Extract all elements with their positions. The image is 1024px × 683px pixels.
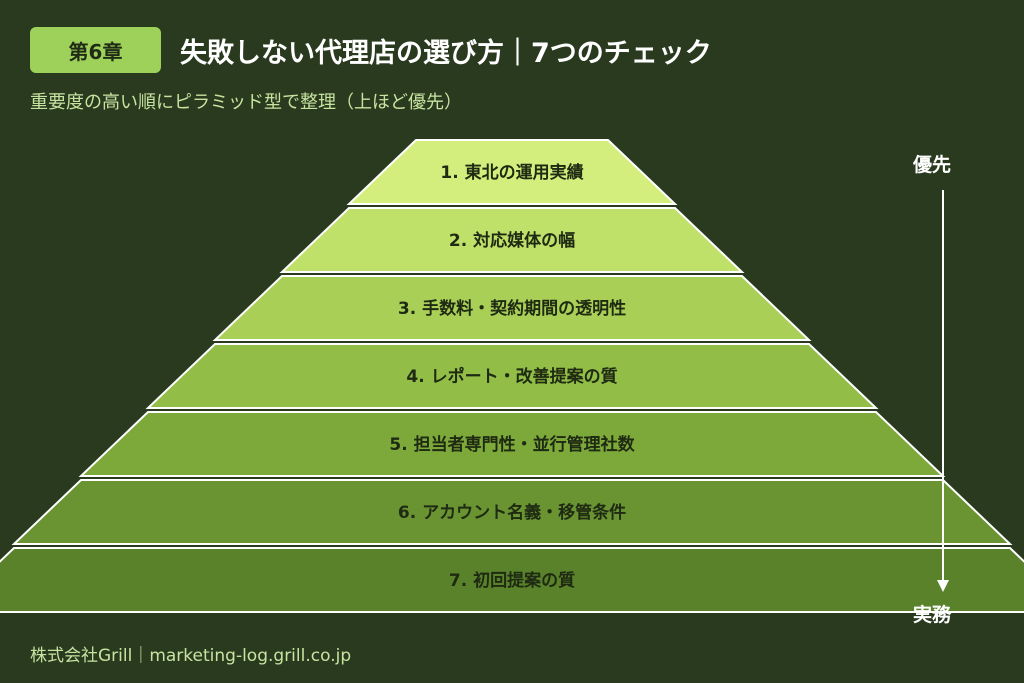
page-subtitle: 重要度の高い順にピラミッド型で整理（上ほど優先） [30, 92, 462, 113]
pyramid-tier-label-2: 2. 対応媒体の幅 [449, 230, 575, 251]
footer-credit: 株式会社Grill｜marketing-log.grill.co.jp [30, 646, 352, 666]
pyramid-tier-2 [279, 207, 745, 273]
axis-top-label: 優先 [913, 154, 952, 176]
chapter-badge: 第6章 [30, 27, 161, 73]
pyramid-tier-4 [145, 343, 879, 409]
axis-bottom-label: 実務 [913, 604, 952, 626]
pyramid-tier-label-6: 6. アカウント名義・移管条件 [398, 502, 626, 523]
pyramid-tier-7 [0, 547, 1024, 613]
pyramid-tier-3 [212, 275, 812, 341]
pyramid-tier-label-1: 1. 東北の運用実績 [440, 162, 583, 183]
pyramid-tier-label-7: 7. 初回提案の質 [449, 570, 575, 591]
pyramid-tier-1 [346, 139, 678, 205]
pyramid-tier-label-3: 3. 手数料・契約期間の透明性 [398, 298, 626, 319]
pyramid-tier-6 [11, 479, 1013, 545]
pyramid-tier-label-4: 4. レポート・改善提案の質 [406, 366, 617, 387]
priority-arrow-head [937, 580, 949, 592]
pyramid-tier-label-5: 5. 担当者専門性・並行管理社数 [389, 434, 635, 455]
page-title: 失敗しない代理店の選び方｜7つのチェック [180, 37, 712, 69]
